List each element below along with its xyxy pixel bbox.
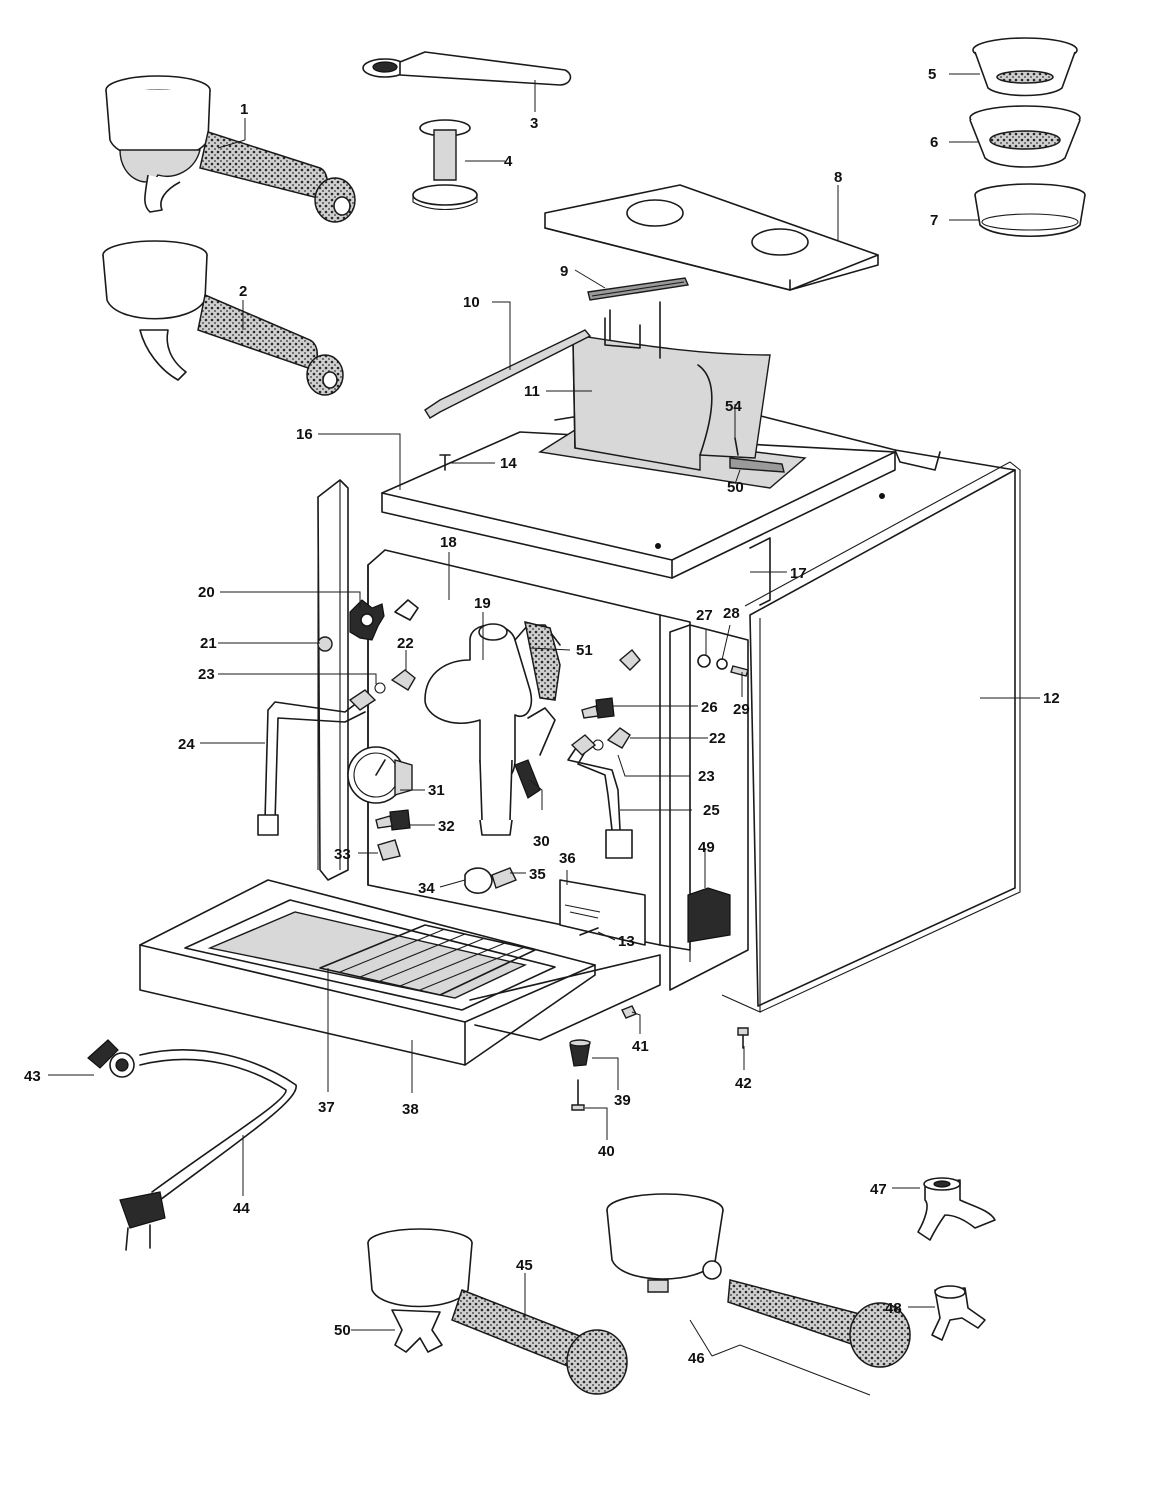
screw-14	[439, 454, 451, 471]
spout-48	[931, 1285, 986, 1341]
drip-grid-37	[319, 924, 536, 996]
callout-42: 42	[735, 1075, 752, 1092]
callout-21: 21	[200, 635, 217, 652]
fittings-22-23	[374, 649, 641, 751]
switch-32	[375, 809, 411, 831]
portafilter-1	[105, 75, 356, 223]
portafilter-46	[606, 1193, 911, 1368]
filter-ring-7	[974, 183, 1086, 237]
group-head-19	[424, 623, 561, 836]
callout-28: 28	[723, 605, 740, 622]
callout-12: 12	[1043, 690, 1060, 707]
heating-element-9	[587, 277, 689, 301]
label-plate-36	[559, 879, 646, 946]
callout-31: 31	[428, 782, 445, 799]
callout-48: 48	[885, 1300, 902, 1317]
parts-27-28-29	[697, 654, 749, 677]
callout-45: 45	[516, 1257, 533, 1274]
callout-19: 19	[474, 595, 491, 612]
callout-54: 54	[725, 398, 742, 415]
callout-40: 40	[598, 1143, 615, 1160]
callout-47: 47	[870, 1181, 887, 1198]
element-50-top	[729, 437, 785, 473]
callout-10: 10	[463, 294, 480, 311]
callout-14: 14	[500, 455, 517, 472]
callout-11: 11	[524, 383, 540, 400]
callout-38: 38	[402, 1101, 419, 1118]
callout-3: 3	[530, 115, 538, 132]
filter-basket-6	[969, 105, 1081, 168]
screw-42	[737, 1027, 749, 1049]
callout-30: 30	[533, 833, 550, 850]
callout-46: 46	[688, 1350, 705, 1367]
drip-tray-38	[139, 879, 661, 1066]
callout-36: 36	[559, 850, 576, 867]
foot-39	[569, 1039, 591, 1067]
callout-25: 25	[703, 802, 720, 819]
measuring-spoon-3	[362, 51, 572, 86]
callout-50-bottom: 50	[334, 1322, 351, 1339]
gauge-31	[347, 746, 413, 804]
callout-26: 26	[701, 699, 718, 716]
callout-49: 49	[698, 839, 715, 856]
callout-41: 41	[632, 1038, 649, 1055]
screw-41	[621, 1005, 637, 1019]
plug-33	[377, 839, 401, 861]
filter-basket-5	[972, 37, 1078, 97]
callout-27: 27	[696, 607, 713, 624]
callout-16: 16	[296, 426, 313, 443]
steam-valve-51	[524, 620, 561, 701]
callout-13: 13	[618, 933, 635, 950]
callout-8: 8	[834, 169, 842, 186]
callout-22-left: 22	[397, 635, 414, 652]
callout-22-right: 22	[709, 730, 726, 747]
callout-33: 33	[334, 846, 351, 863]
callout-39: 39	[614, 1092, 631, 1109]
spout-50	[391, 1309, 443, 1353]
cover-plate-11	[572, 301, 771, 471]
power-cord-44	[119, 1049, 297, 1251]
capacitor-49	[687, 887, 731, 943]
callout-24: 24	[178, 736, 195, 753]
callout-18: 18	[440, 534, 457, 551]
switch-26	[581, 697, 615, 719]
callout-23-right: 23	[698, 768, 715, 785]
cord-grip-43	[87, 1039, 135, 1078]
callout-35: 35	[529, 866, 546, 883]
knob-20	[349, 599, 419, 641]
steam-pipe-24	[257, 689, 377, 836]
callout-23-left: 23	[198, 666, 215, 683]
spout-47	[917, 1177, 996, 1241]
leader-lines	[48, 73, 1040, 1396]
steam-tap-30	[514, 707, 556, 799]
callout-4: 4	[504, 153, 513, 170]
callout-5: 5	[928, 66, 936, 83]
callout-43: 43	[24, 1068, 41, 1085]
callout-labels: 1 2 3 4 5 6 7 8 9 10 11 12 13 14 16 17 1…	[24, 66, 1060, 1367]
callout-29: 29	[733, 701, 750, 718]
fitting-21	[317, 636, 333, 652]
portafilter-2	[102, 240, 344, 396]
callout-2: 2	[239, 283, 247, 300]
callout-37: 37	[318, 1099, 335, 1116]
callout-20: 20	[198, 584, 215, 601]
callout-34: 34	[418, 880, 435, 897]
callout-51: 51	[576, 642, 593, 659]
water-pipe-25	[567, 734, 633, 859]
rail-10	[424, 329, 592, 419]
callout-17: 17	[790, 565, 807, 582]
callout-6: 6	[930, 134, 938, 151]
callout-44: 44	[233, 1200, 250, 1217]
screw-40	[571, 1079, 585, 1111]
callout-9: 9	[560, 263, 568, 280]
callout-7: 7	[930, 212, 938, 229]
callout-50-top: 50	[727, 479, 744, 496]
cup-tray-8	[544, 184, 879, 291]
tamper-4	[412, 119, 478, 210]
screw-13	[579, 927, 599, 936]
callout-32: 32	[438, 818, 455, 835]
portafilter-45	[367, 1228, 628, 1395]
callout-1: 1	[240, 101, 248, 118]
